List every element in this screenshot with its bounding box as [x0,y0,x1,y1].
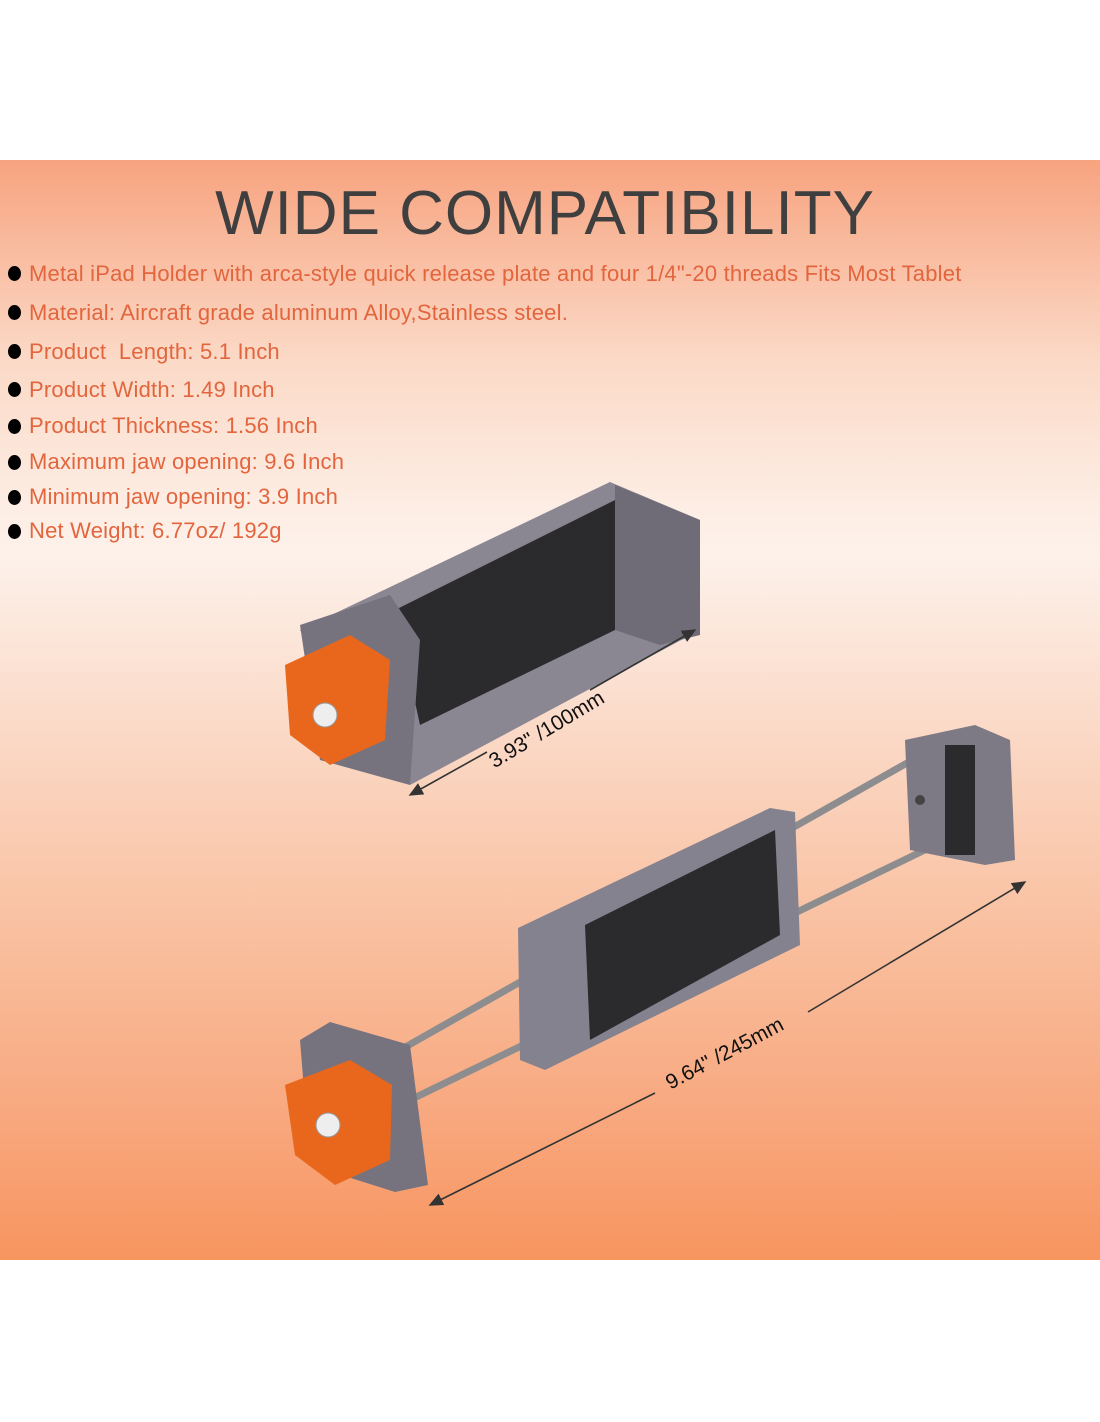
spec-item: Minimum jaw opening: 3.9 Inch [8,480,962,514]
bullet-icon [8,382,21,397]
bullet-icon [8,489,21,505]
spec-text: Maximum jaw opening: 9.6 Inch [29,449,345,474]
bullet-icon [8,266,21,281]
dimension-arrow [408,751,488,796]
spec-text: Metal iPad Holder with arca-style quick … [29,260,962,286]
bullet-icon [8,344,21,359]
dimension-arrow [428,1092,656,1206]
spec-item: Maximum jaw opening: 9.6 Inch [8,444,962,480]
page-title: WIDE COMPATIBILITY [215,179,875,248]
dimension-arrow [589,629,697,691]
spec-item: Product Length: 5.1 Inch [8,332,962,371]
grip-pad [395,500,615,725]
bullet-icon [8,454,21,470]
spec-item: Product Width: 1.49 Inch [8,371,962,408]
bullet-icon [8,305,21,320]
spec-item: Product Thickness: 1.56 Inch [8,408,962,444]
orange-knob [285,635,390,765]
spec-text: Material: Aircraft grade aluminum Alloy,… [29,299,569,325]
grip-pad [585,830,780,1040]
spec-text: Minimum jaw opening: 3.9 Inch [29,484,339,509]
spec-list: Metal iPad Holder with arca-style quick … [8,254,962,548]
spec-item: Net Weight: 6.77oz/ 192g [8,514,962,548]
bullet-icon [8,523,21,539]
spec-text: Product Length: 5.1 Inch [29,338,280,364]
spec-item: Material: Aircraft grade aluminum Alloy,… [8,293,962,332]
spec-text: Product Thickness: 1.56 Inch [29,413,318,438]
bullet-icon [8,418,21,434]
dimension-arrow [807,881,1027,1013]
holder-extended [285,725,1015,1192]
holder-collapsed [285,482,700,785]
spec-text: Product Width: 1.49 Inch [29,376,275,402]
spec-item: Metal iPad Holder with arca-style quick … [8,254,962,293]
spec-text: Net Weight: 6.77oz/ 192g [29,518,282,543]
